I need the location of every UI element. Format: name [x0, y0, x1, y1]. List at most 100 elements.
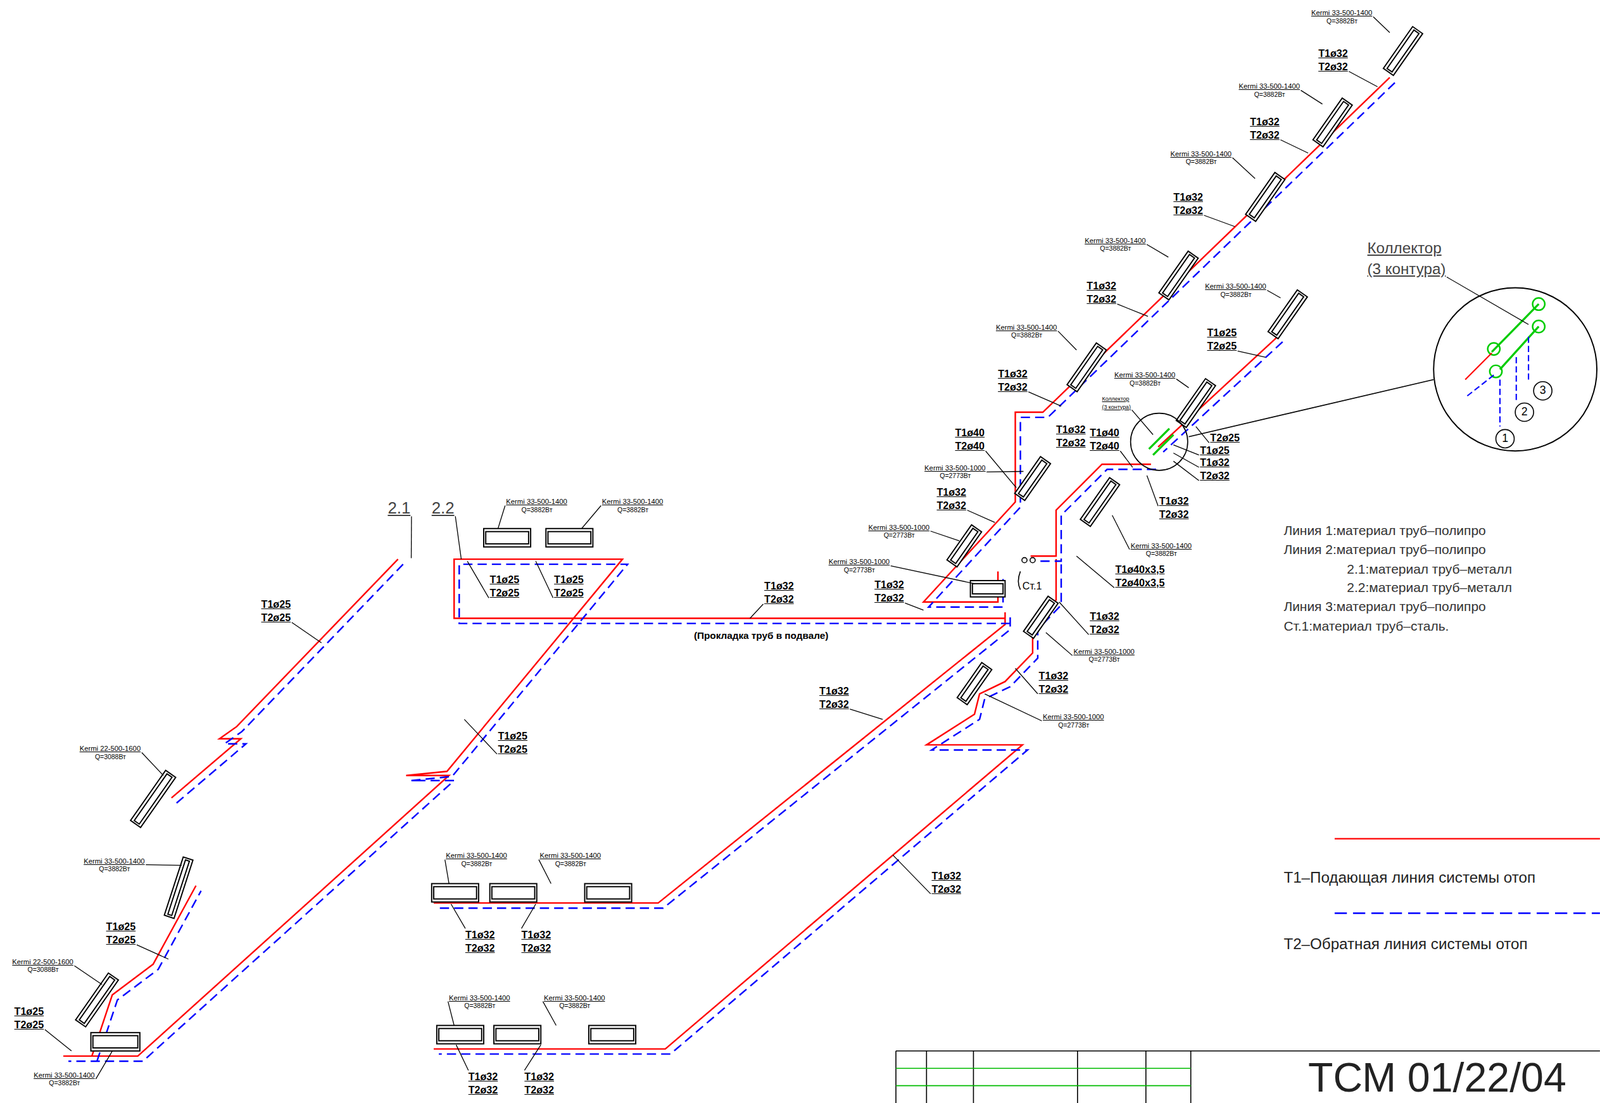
radiator [436, 1025, 484, 1045]
heat-output: Q=3882Вт [617, 507, 649, 514]
radiator-label: Kermi 33-500-1000 [828, 558, 890, 566]
pipe-size: Т1ø32 [1173, 191, 1204, 202]
radiator-label: Kermi 33-500-1000 [1073, 648, 1134, 656]
leader-line [1059, 602, 1090, 636]
routing-note: (Прокладка труб в подвале) [693, 630, 829, 641]
heat-output: Q=3882Вт [1146, 550, 1178, 558]
radiators [75, 26, 1423, 1052]
leader-line [1348, 71, 1378, 87]
pipe-size: Т1ø32 [465, 929, 496, 940]
material-note: Ст.1:материал труб–сталь. [1283, 619, 1449, 634]
pipe-size: Т1ø25 [14, 1006, 45, 1017]
pipe-size: Т2ø32 [1039, 683, 1069, 694]
radiator [947, 524, 983, 568]
pipe-size: Т2ø32 [1089, 624, 1120, 635]
callout-number: 2 [1521, 406, 1528, 418]
heat-output: Q=3882Вт [98, 866, 130, 873]
radiator-label: Kermi 33-500-1400 [448, 994, 510, 1002]
leader-line [1280, 139, 1309, 154]
leader-line [1028, 391, 1062, 407]
radiator [483, 528, 531, 548]
heat-output: Q=3882Вт [48, 1080, 80, 1087]
heat-output: Q=3088Вт [27, 966, 59, 974]
radiator-label: Kermi 33-500-1400 [1084, 237, 1146, 245]
heat-output: Q=3882Вт [555, 861, 587, 868]
radiator-label: Kermi 33-500-1400 [995, 324, 1057, 332]
pipe-size: Т2ø25 [490, 587, 520, 598]
pipe-size: Т1ø32 [931, 870, 962, 881]
pipe-size: Т2ø32 [1249, 129, 1280, 140]
pipe-size: Т2ø32 [521, 942, 552, 953]
leader-line [95, 1051, 113, 1079]
radiator-label: Kermi 22-500-1600 [12, 958, 73, 966]
heat-output: Q=3882Вт [1254, 91, 1286, 99]
radiator [545, 528, 593, 548]
heat-output: Q=3882Вт [1099, 245, 1131, 252]
pipe-size: Т1ø32 [997, 368, 1028, 379]
collector-label: Коллектор [1102, 396, 1130, 403]
leader-line [1173, 460, 1199, 481]
callout-number: 3 [1539, 384, 1547, 397]
supply-pipe [63, 77, 1390, 1056]
leader-line [455, 516, 461, 560]
leader-line [1076, 555, 1115, 588]
leader-line [450, 904, 466, 929]
collector-symbol [1130, 287, 1597, 470]
radiator [957, 662, 993, 705]
radiator [1023, 596, 1059, 639]
pipe-size: Т2ø25 [261, 612, 292, 623]
radiator [1245, 172, 1285, 221]
radiator-label: Kermi 33-500-1400 [33, 1071, 95, 1079]
leader-line [1058, 331, 1077, 351]
pipe-size: Т1ø25 [106, 921, 137, 932]
leader-line [1015, 668, 1038, 694]
heat-output: Q=3882Вт [1011, 332, 1043, 339]
material-note: Линия 2:материал труб–полипро [1283, 543, 1486, 557]
heat-output: Q=2773Вт [844, 567, 876, 574]
pipe-size: Т1ø25 [1207, 327, 1238, 338]
pipe-size: Т2ø25 [1207, 340, 1238, 351]
pipe-size: Т1ø40 [954, 427, 985, 438]
leader-line [750, 604, 764, 619]
radiator [1014, 456, 1052, 501]
pipe-size: Т2ø25 [106, 934, 137, 945]
leader-line [967, 510, 996, 523]
radiator [1313, 98, 1353, 147]
collector-label: Коллектор [1367, 240, 1442, 256]
pipe-size: Т1ø25 [554, 574, 584, 585]
pipe-size: Т1ø32 [524, 1071, 555, 1082]
leader-line [849, 709, 883, 720]
leader-line [1120, 450, 1133, 468]
drawing-code: ТСМ 01/22/04 [1308, 1057, 1567, 1098]
leader-line [145, 864, 182, 866]
leader-line [538, 859, 551, 884]
leader-line [1116, 303, 1148, 316]
radiator-label: Kermi 33-500-1400 [540, 852, 601, 860]
pipe-size: Т2ø32 [465, 942, 496, 953]
pipe-size: Т1ø32 [1086, 280, 1117, 291]
leader-line [448, 1001, 455, 1026]
leader-line [985, 450, 1017, 488]
radiator-label: Kermi 33-500-1000 [868, 524, 929, 532]
heat-output: Q=3882Вт [1326, 18, 1358, 25]
leader-line [74, 965, 102, 985]
leader-line [1266, 289, 1281, 298]
pipe-size: Т1ø25 [497, 730, 528, 741]
radiator [130, 770, 176, 828]
pipe-size: Т2ø40x3,5 [1114, 577, 1165, 588]
pipe-size: Т2ø32 [936, 500, 967, 511]
return-pipe [68, 82, 1395, 1062]
pipe-size: Т1ø32 [1199, 457, 1230, 468]
pipe-size: Т2ø32 [1318, 61, 1349, 72]
radiator-label: Kermi 33-500-1000 [924, 464, 986, 472]
pipe-size: Т2ø25 [554, 587, 584, 598]
pipe-size: Т2ø32 [1086, 293, 1117, 304]
heat-output: Q=2773Вт [1089, 656, 1121, 663]
heat-output: Q=2773Вт [883, 532, 915, 539]
pipe-size: Т2ø25 [497, 743, 528, 755]
radiator [1268, 289, 1308, 339]
leader-line [904, 602, 924, 610]
material-note: Линия 1:материал труб–полипро [1283, 524, 1486, 538]
radiator-label: Kermi 33-500-1400 [1204, 283, 1266, 290]
pipe-size: Т2ø32 [468, 1084, 499, 1095]
